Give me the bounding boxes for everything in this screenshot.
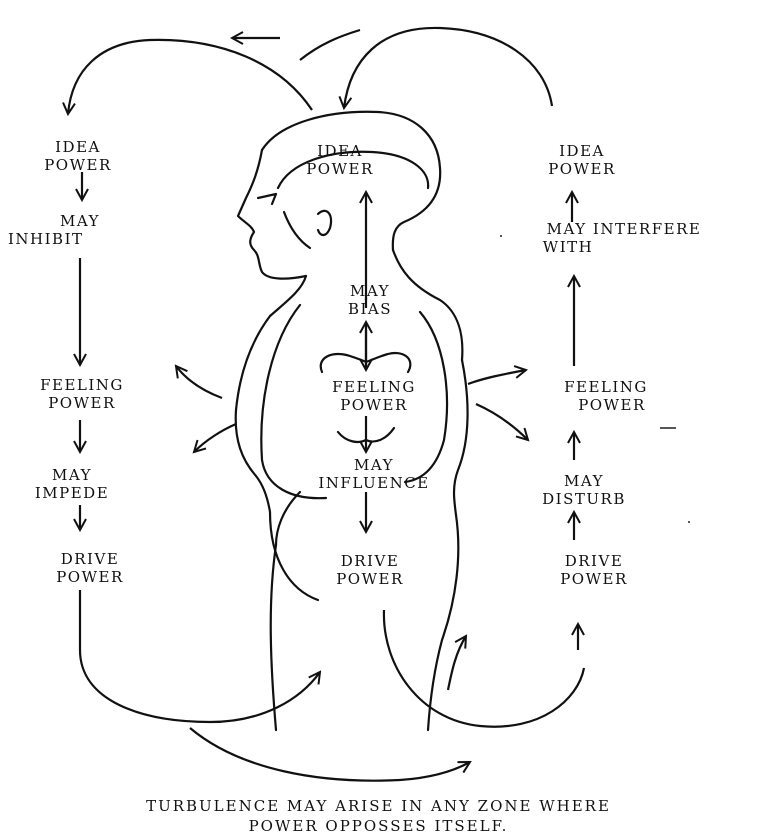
back-torso (454, 360, 468, 515)
right-drive-line1: DRIVE (560, 552, 628, 570)
left-idea-line2: POWER (44, 156, 112, 174)
right-drive-label: DRIVE POWER (560, 552, 628, 588)
arm-front (261, 305, 326, 498)
center-relation2-line2: INFLUENCE (318, 474, 429, 492)
left-feeling-label: FEELING POWER (40, 376, 124, 412)
right-idea-line1: IDEA (548, 142, 616, 160)
left-relation2-line2: IMPEDE (35, 484, 109, 502)
left-drive-line2: POWER (56, 568, 124, 586)
center-relation-line2: BIAS (348, 300, 392, 318)
left-relation2-label: MAY IMPEDE (35, 466, 109, 502)
left-feeling-line2: POWER (40, 394, 124, 412)
thigh-front (271, 545, 276, 730)
lower-back (428, 515, 458, 730)
radiate-upper-left (176, 366, 222, 398)
center-relation2-label: MAY INFLUENCE (318, 456, 429, 492)
left-idea-label: IDEA POWER (44, 138, 112, 174)
cheek-detail (284, 212, 310, 248)
right-relation2-line1: MAY (542, 472, 626, 490)
left-relation-label: MAY INHIBIT (8, 212, 100, 248)
center-drive-line2: POWER (336, 570, 404, 588)
center-relation-line1: MAY (348, 282, 392, 300)
top-loop-left (68, 40, 312, 114)
top-loop-right (344, 28, 552, 108)
right-relation2-label: MAY DISTURB (542, 472, 626, 508)
bottom-loop-left (80, 590, 320, 722)
center-idea-label: IDEA POWER (306, 142, 374, 178)
left-feeling-line1: FEELING (40, 376, 124, 394)
left-relation-line1: MAY (8, 212, 100, 230)
neck-back (393, 250, 462, 360)
left-relation2-line1: MAY (35, 466, 109, 484)
left-relation-line2: INHIBIT (8, 230, 100, 248)
abdomen (270, 512, 318, 600)
hip-curve (276, 492, 300, 545)
bottom-loop-bottom (190, 728, 470, 781)
eye-detail (258, 194, 276, 204)
front-torso (236, 410, 270, 512)
right-feeling-line2: POWER (564, 396, 648, 414)
center-drive-line1: DRIVE (336, 552, 404, 570)
center-feeling-label: FEELING POWER (332, 378, 416, 414)
center-feeling-line2: POWER (332, 396, 416, 414)
center-relation2-line1: MAY (318, 456, 429, 474)
bottom-loop-right (384, 610, 584, 727)
left-drive-label: DRIVE POWER (56, 550, 124, 586)
radiate-upper-right (468, 370, 526, 384)
human-figure (236, 112, 468, 730)
bottom-loops (80, 590, 584, 781)
right-idea-line2: POWER (548, 160, 616, 178)
right-feeling-label: FEELING POWER (564, 378, 648, 414)
neck-front (236, 276, 306, 410)
right-relation-label: MAY INTERFERE WITH (543, 220, 705, 256)
center-relation-label: MAY BIAS (348, 282, 392, 318)
right-feeling-line1: FEELING (564, 378, 648, 396)
right-idea-label: IDEA POWER (548, 142, 616, 178)
top-right-to-center (300, 30, 360, 60)
center-idea-line1: IDEA (306, 142, 374, 160)
caption-line1: TURBULENCE MAY ARISE IN ANY ZONE WHERE (0, 796, 757, 816)
head-outline (262, 112, 440, 250)
right-relation-line1: MAY INTERFERE (543, 220, 705, 238)
left-idea-line1: IDEA (44, 138, 112, 156)
ear (318, 211, 331, 235)
center-feeling-line1: FEELING (332, 378, 416, 396)
right-relation-line2: WITH (543, 238, 705, 256)
right-relation2-line2: DISTURB (542, 490, 626, 508)
radiate-lower-left (194, 424, 236, 452)
top-loops (68, 28, 552, 114)
right-drive-line2: POWER (560, 570, 628, 588)
center-drive-label: DRIVE POWER (336, 552, 404, 588)
radiate-lower-right (476, 404, 528, 440)
caption-line2: POWER OPPOSSES ITSELF. (0, 816, 757, 836)
left-drive-line1: DRIVE (56, 550, 124, 568)
caption: TURBULENCE MAY ARISE IN ANY ZONE WHERE P… (0, 796, 757, 836)
bottom-right-upward (448, 636, 466, 690)
center-idea-line2: POWER (306, 160, 374, 178)
